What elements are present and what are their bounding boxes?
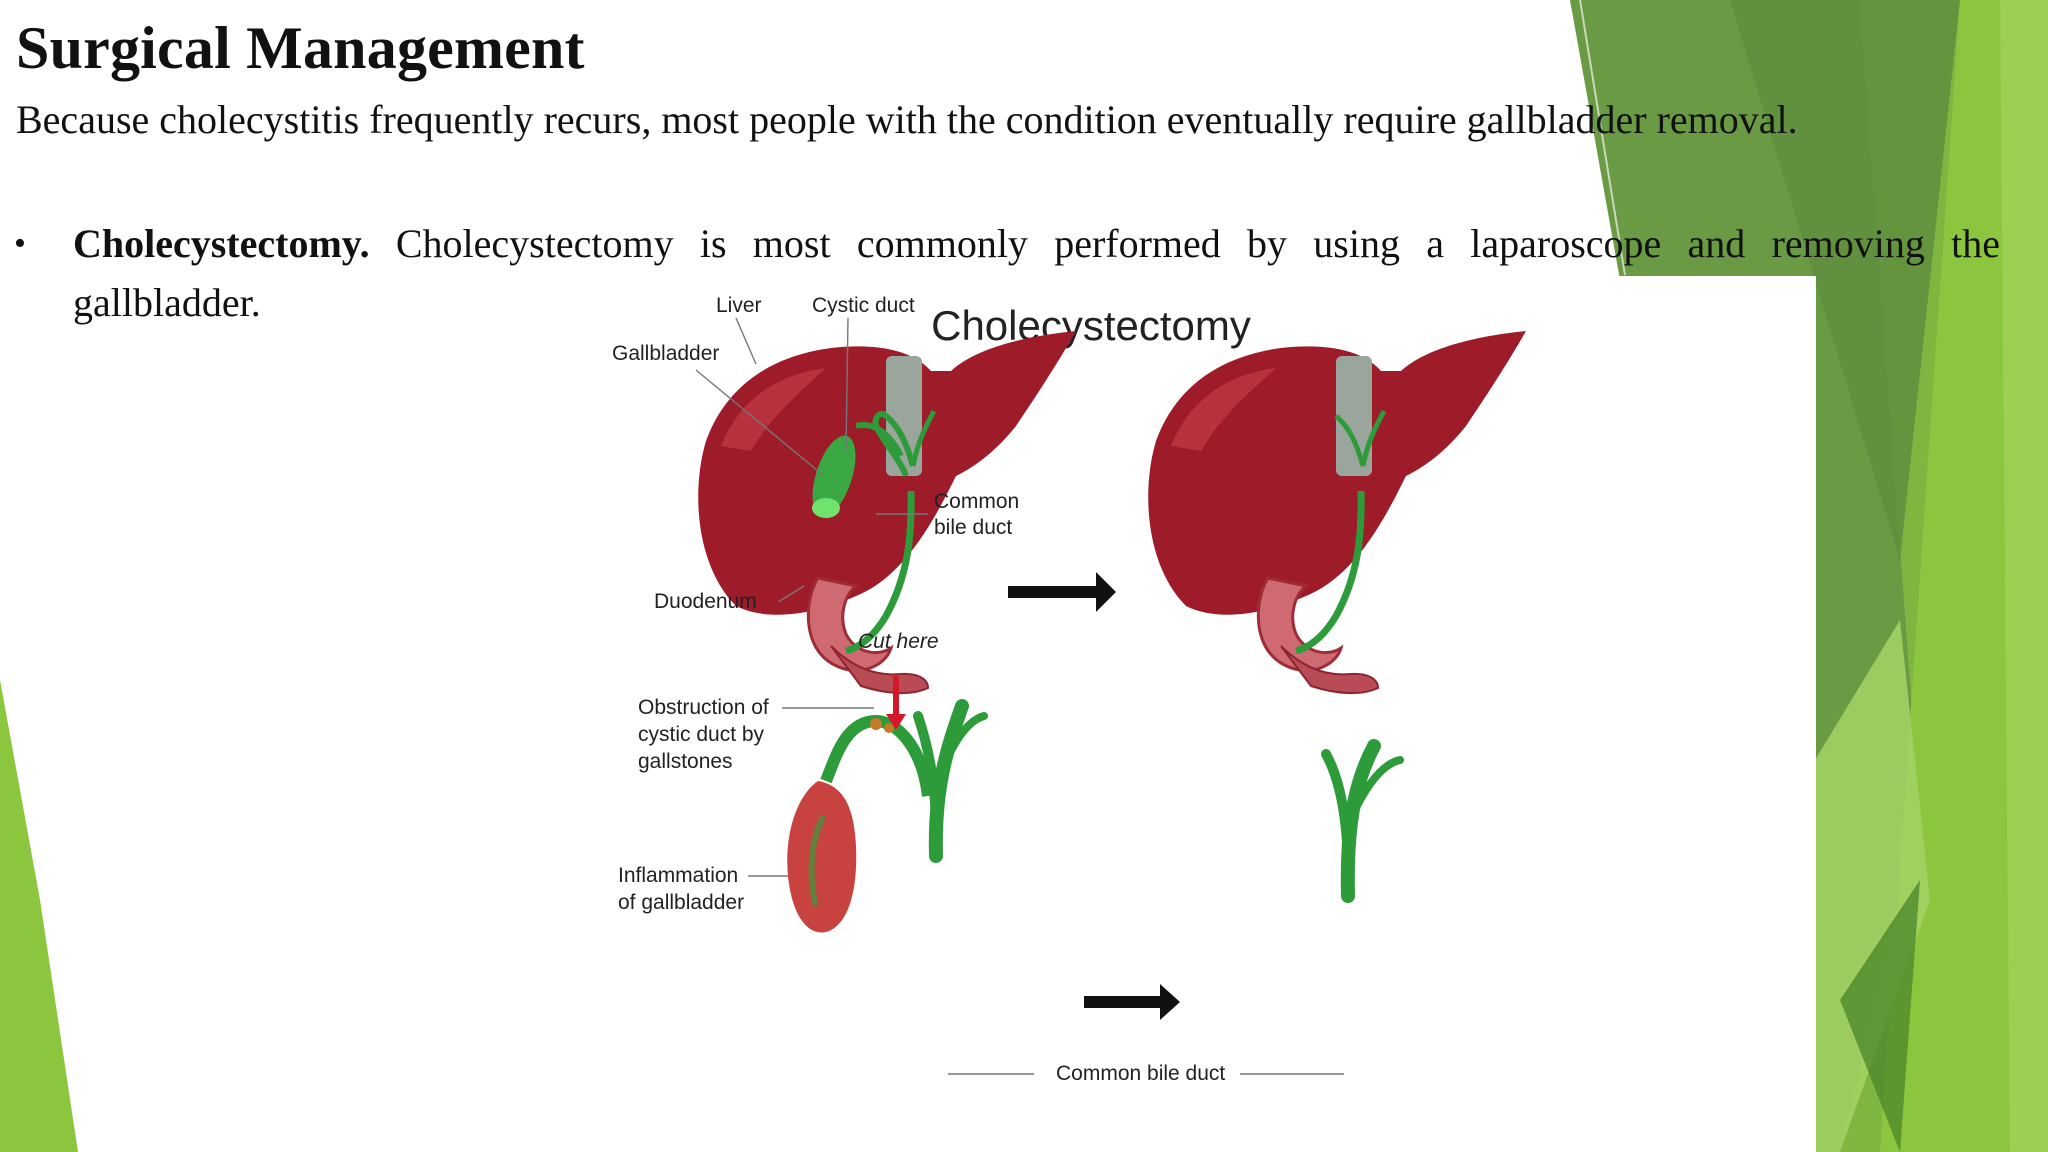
figure-title: Cholecystectomy: [931, 302, 1251, 349]
slide-subtitle: Because cholecystitis frequently recurs,…: [16, 97, 1798, 142]
label-cystic-duct: Cystic duct: [812, 294, 915, 317]
label-liver: Liver: [716, 294, 762, 317]
label-obstruction-line3: gallstones: [638, 750, 733, 773]
bullet-term: Cholecystectomy.: [73, 221, 370, 266]
label-gallbladder: Gallbladder: [612, 342, 719, 365]
bullet-symbol: •: [14, 225, 26, 262]
label-common-bile-duct-line1: Common: [934, 490, 1019, 513]
cut-here-arrow-icon: [886, 676, 906, 730]
label-inflammation-line1: Inflammation: [618, 864, 738, 887]
duct-after-removal: [1321, 739, 1404, 903]
bullet-description: Cholecystectomy is most commonly perform…: [73, 221, 2000, 325]
label-common-bile-duct-line2: bile duct: [934, 516, 1012, 539]
liver-after-removal: [1148, 331, 1526, 695]
arrow-right-icon: [1008, 572, 1116, 612]
label-obstruction-line2: cystic duct by: [638, 723, 765, 746]
label-duodenum: Duodenum: [654, 590, 757, 613]
arrow-right-icon: [1084, 984, 1180, 1020]
bullet-item: • Cholecystectomy. Cholecystectomy is mo…: [14, 214, 2000, 332]
label-cut-here: Cut here: [858, 630, 939, 653]
duct-with-gallbladder: [787, 699, 988, 933]
cholecystectomy-illustration: Cholecystectomy: [556, 276, 1816, 1152]
label-inflammation-line2: of gallbladder: [618, 891, 744, 914]
liver-with-gallbladder: [698, 331, 1076, 695]
label-common-bile-duct-bottom: Common bile duct: [1056, 1062, 1225, 1085]
label-obstruction-line1: Obstruction of: [638, 696, 769, 719]
slide-title: Surgical Management: [16, 15, 585, 81]
bullet-text: Cholecystectomy. Cholecystectomy is most…: [73, 214, 2000, 332]
